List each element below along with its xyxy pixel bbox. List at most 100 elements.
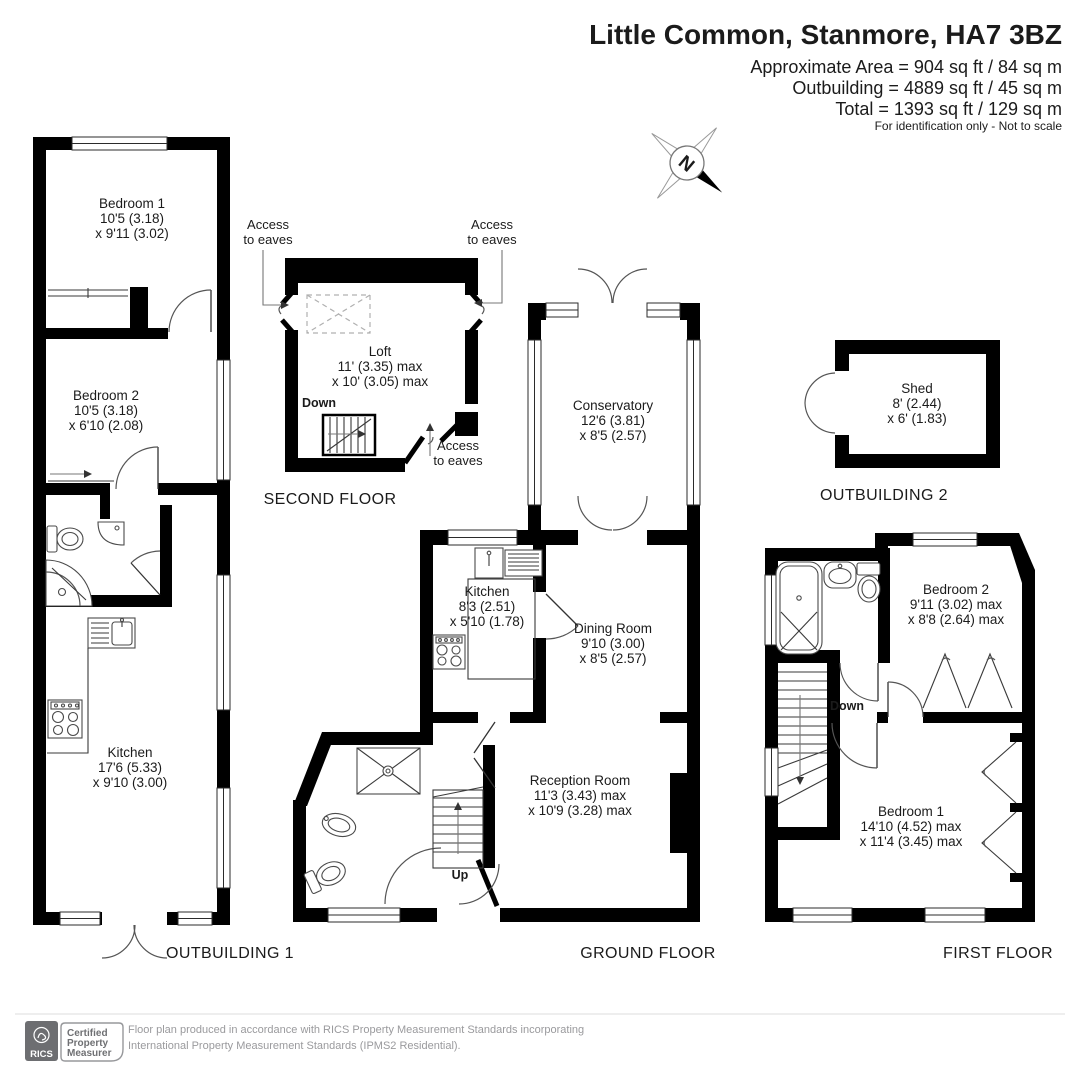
second-floor-label: SECOND FLOOR [264, 491, 397, 508]
outbuilding2-walls [835, 340, 1000, 468]
identification-note: For identification only - Not to scale [875, 119, 1063, 133]
room-dim: 10'5 (3.18) [100, 211, 164, 226]
access-label-left: Access to eaves [243, 217, 293, 247]
svg-text:Access: Access [471, 217, 513, 232]
disclaimer-line1: Floor plan produced in accordance with R… [128, 1024, 584, 1036]
room-name: Loft [369, 344, 392, 359]
svg-text:Access: Access [437, 438, 479, 453]
page-title: Little Common, Stanmore, HA7 3BZ [589, 19, 1062, 50]
toilet-icon [46, 525, 84, 553]
conservatory-walls [527, 268, 701, 540]
up-label: Up [452, 868, 469, 882]
svg-text:to eaves: to eaves [467, 232, 517, 247]
room-label-ff-bedroom1: Bedroom 1 14'10 (4.52) max x 11'4 (3.45)… [860, 804, 963, 849]
down-label-loft: Down [302, 396, 336, 410]
bath-icon [775, 561, 823, 655]
wardrobe-zigzag-bedroom2 [922, 652, 1013, 709]
first-floor-stairs [777, 671, 828, 805]
ground-floor-stairs [432, 786, 484, 869]
room-dim: 9'11 (3.02) max [910, 597, 1003, 612]
svg-text:to eaves: to eaves [243, 232, 293, 247]
room-name: Bedroom 1 [99, 196, 165, 211]
certified-measurer-badge: Certified Property Measurer [60, 1022, 124, 1062]
wardrobe-zigzag-bedroom1 [981, 733, 1022, 882]
first-floor-plan: Bedroom 2 9'11 (3.02) max x 8'8 (2.64) m… [764, 532, 1053, 962]
ground-floor-plan: Conservatory 12'6 (3.81) x 8'5 (2.57) Ki… [293, 268, 715, 962]
outbuilding1-plan: Bedroom 1 10'5 (3.18) x 9'11 (3.02) Bedr… [33, 136, 294, 962]
approximate-area: Approximate Area = 904 sq ft / 84 sq m [750, 57, 1062, 77]
disclaimer-line2: International Property Measurement Stand… [128, 1040, 461, 1052]
eaves-openings [278, 286, 485, 465]
room-label-loft: Loft 11' (3.35) max x 10' (3.05) max [332, 344, 429, 389]
gf-counter-line [467, 578, 536, 680]
gf-kitchen-sink-icon [474, 547, 543, 579]
rics-logo: RICS [25, 1021, 58, 1061]
room-dim: x 8'8 (2.64) max [908, 612, 1005, 627]
second-floor-plan: Loft 11' (3.35) max x 10' (3.05) max Dow… [243, 217, 517, 508]
room-name: Dining Room [574, 621, 652, 636]
rics-logo-text: RICS [30, 1049, 53, 1060]
room-name: Kitchen [107, 745, 152, 760]
ff-toilet-icon [856, 562, 881, 603]
outbuilding1-label: OUTBUILDING 1 [166, 945, 294, 962]
room-dim: x 8'5 (2.57) [579, 428, 646, 443]
room-label-ob1-bedroom1: Bedroom 1 10'5 (3.18) x 9'11 (3.02) [95, 196, 169, 241]
corner-shower-icon [45, 559, 93, 607]
svg-text:Property: Property [67, 1038, 109, 1049]
room-dim: x 8'5 (2.57) [579, 651, 646, 666]
corner-basin-icon [97, 521, 125, 546]
room-label-ob1-bedroom2: Bedroom 2 10'5 (3.18) x 6'10 (2.08) [69, 388, 144, 433]
first-floor-windows [764, 532, 986, 923]
access-label-bottom: Access to eaves [433, 438, 483, 468]
room-dim: 8'3 (2.51) [459, 599, 516, 614]
room-dim: 8' (2.44) [892, 396, 941, 411]
access-label-right: Access to eaves [467, 217, 517, 247]
ground-floor-label: GROUND FLOOR [580, 945, 715, 962]
hob-icon [47, 699, 83, 739]
room-label-reception: Reception Room 11'3 (3.43) max x 10'9 (3… [528, 773, 632, 818]
room-label-ff-bedroom2: Bedroom 2 9'11 (3.02) max x 8'8 (2.64) m… [908, 582, 1005, 627]
kitchen-counter-line [47, 648, 89, 754]
room-label-conservatory: Conservatory 12'6 (3.81) x 8'5 (2.57) [573, 398, 654, 443]
room-name: Bedroom 2 [73, 388, 139, 403]
room-dim: x 6' (1.83) [887, 411, 947, 426]
room-name: Bedroom 2 [923, 582, 989, 597]
second-floor-walls [285, 258, 478, 472]
svg-text:Access: Access [247, 217, 289, 232]
room-name: Reception Room [530, 773, 631, 788]
svg-text:Certified: Certified [67, 1028, 108, 1039]
gf-hob-icon [432, 634, 466, 670]
ff-basin-icon [823, 561, 857, 589]
room-dim: x 9'10 (3.00) [93, 775, 168, 790]
outbuilding1-closet-lines [48, 288, 128, 298]
ground-floor-doors [384, 593, 579, 907]
room-dim: x 10'9 (3.28) max [528, 803, 632, 818]
room-name: Kitchen [464, 584, 509, 599]
first-floor-doors [831, 662, 924, 769]
room-dim: 11' (3.35) max [338, 359, 423, 374]
outbuilding-area: Outbuilding = 4889 sq ft / 45 sq m [792, 78, 1062, 98]
ground-floor-walls [293, 495, 700, 923]
room-name: Shed [901, 381, 933, 396]
room-label-dining: Dining Room 9'10 (3.00) x 8'5 (2.57) [574, 621, 652, 666]
room-name: Conservatory [573, 398, 654, 413]
access-arrows [262, 250, 503, 456]
footer: RICS Certified Property Measurer Floor p… [15, 1013, 1065, 1062]
svg-text:Measurer: Measurer [67, 1048, 112, 1059]
compass-rose-icon: N [651, 127, 723, 199]
room-label-gf-kitchen: Kitchen 8'3 (2.51) x 5'10 (1.78) [450, 584, 525, 629]
room-dim: 11'3 (3.43) max [534, 788, 627, 803]
room-dim: x 10' (3.05) max [332, 374, 429, 389]
outbuilding2-label: OUTBUILDING 2 [820, 487, 948, 504]
room-dim: 9'10 (3.00) [581, 636, 645, 651]
room-name: Bedroom 1 [878, 804, 944, 819]
outbuilding1-windows [59, 136, 231, 926]
room-dim: x 11'4 (3.45) max [860, 834, 963, 849]
skylight-dashed [306, 294, 371, 334]
kitchen-sink-icon [87, 617, 136, 649]
header: Little Common, Stanmore, HA7 3BZ Approxi… [589, 19, 1062, 133]
room-dim: x 9'11 (3.02) [95, 226, 169, 241]
shower-tray-icon [356, 747, 421, 795]
